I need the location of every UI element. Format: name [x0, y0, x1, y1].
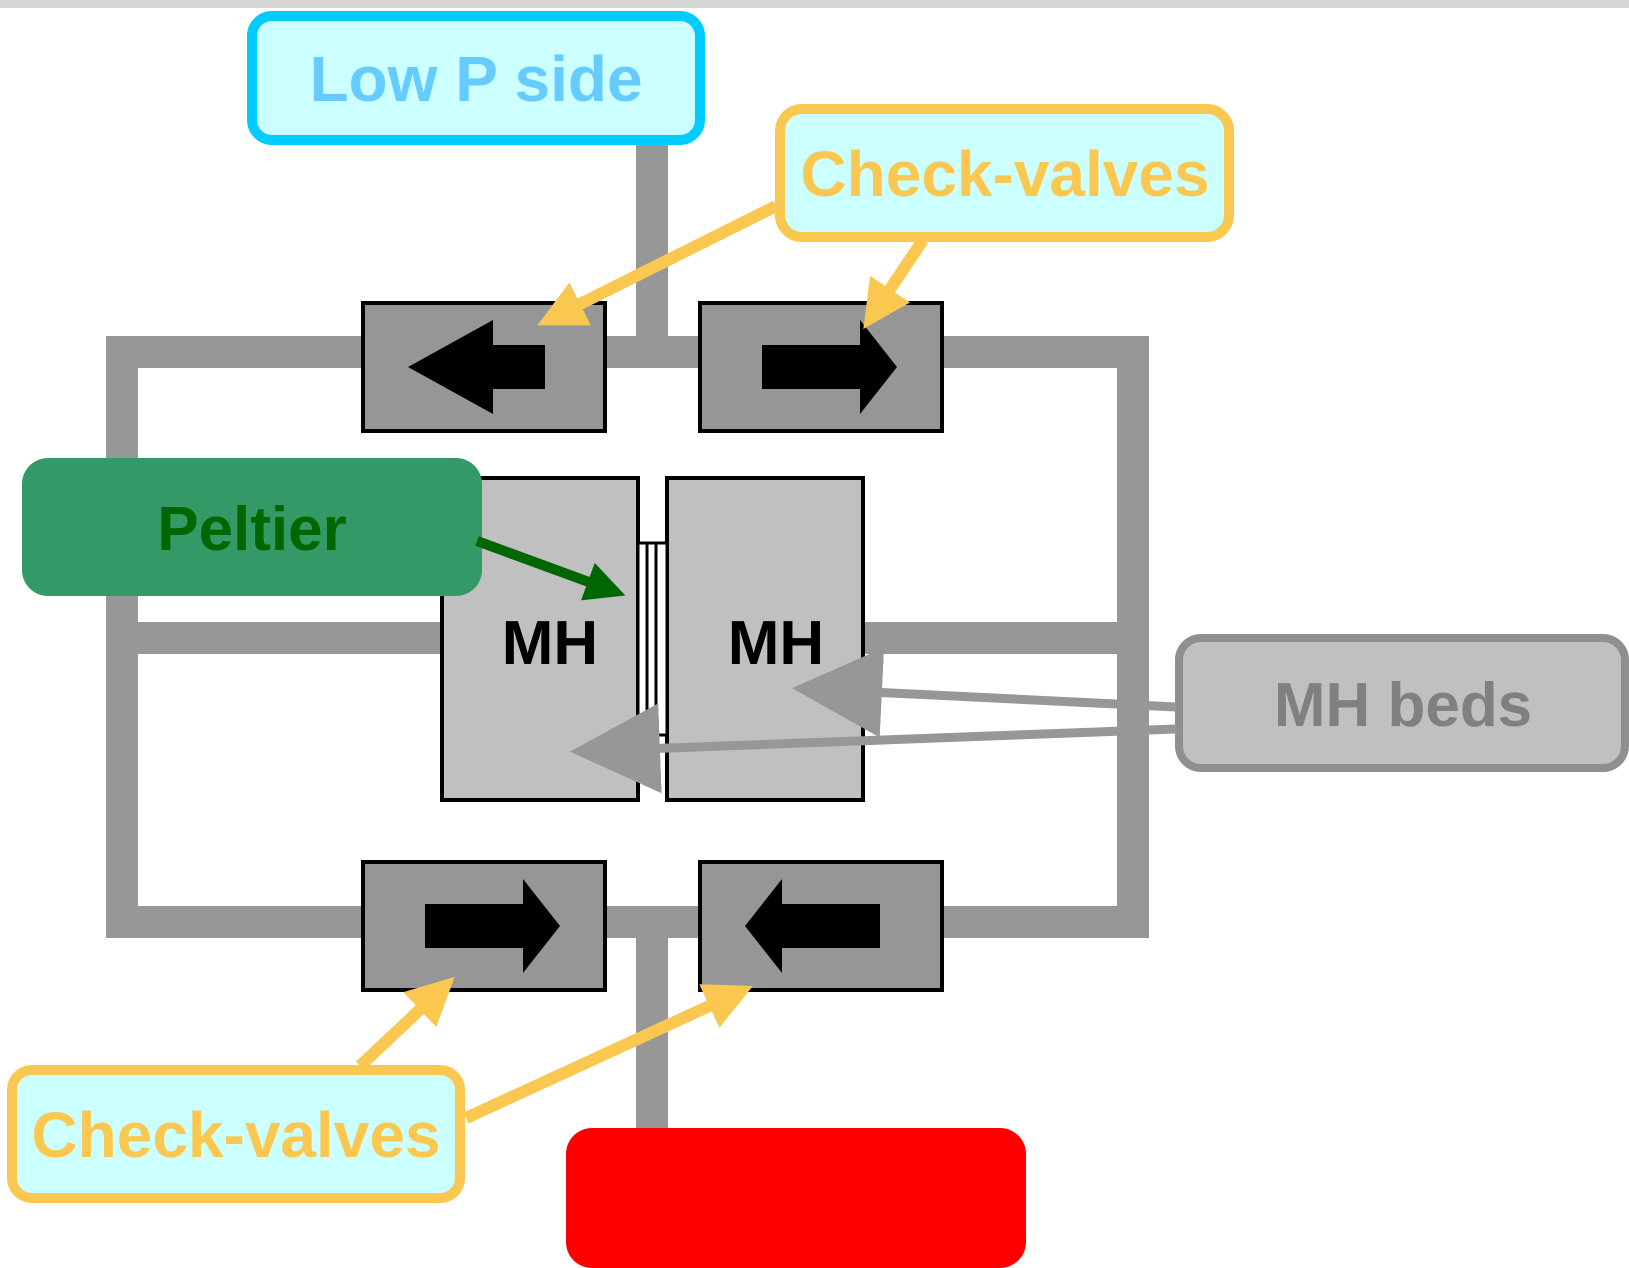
check-valves-top-pointer-left [537, 200, 779, 326]
arrow-right-icon [425, 879, 560, 973]
check-valves-top-pointer-right [863, 236, 928, 329]
low-p-side-box [247, 11, 705, 145]
check-valves-bottom-label: Check-valves [31, 1099, 440, 1171]
check-valve-bottom-right [698, 860, 944, 992]
check-valves-top-box [775, 104, 1234, 242]
mh-beds-pointer-left-bed [570, 703, 1177, 794]
mh-beds-box [1175, 634, 1629, 772]
arrow-left-icon [408, 320, 545, 414]
arrow-right-icon [762, 320, 897, 414]
check-valves-top-label: Check-valves [800, 138, 1209, 210]
top-border-strip [0, 0, 1629, 8]
check-valves-bottom-box [7, 1065, 465, 1203]
mh-left-label: MH [502, 609, 598, 678]
check-valve-top-left [361, 301, 607, 433]
arrow-left-icon [745, 879, 880, 973]
peltier-box [22, 458, 482, 596]
pipe-network [106, 138, 1149, 1140]
peltier-element [636, 541, 669, 737]
mh-right-label: MH [728, 609, 824, 678]
check-valve-top-right [698, 301, 944, 433]
mh-beds-label: MH beds [1274, 671, 1532, 740]
check-valve-bottom-left [361, 860, 607, 992]
check-valves-bottom-pointer-left [355, 976, 455, 1071]
high-p-side-box [566, 1128, 1026, 1268]
check-valves-bottom-pointer-right [463, 984, 753, 1124]
low-p-side-label: Low P side [309, 43, 642, 115]
peltier-label: Peltier [157, 495, 347, 564]
mh-beds-pointer-right-bed [792, 647, 1177, 738]
peltier-pointer [475, 536, 626, 601]
